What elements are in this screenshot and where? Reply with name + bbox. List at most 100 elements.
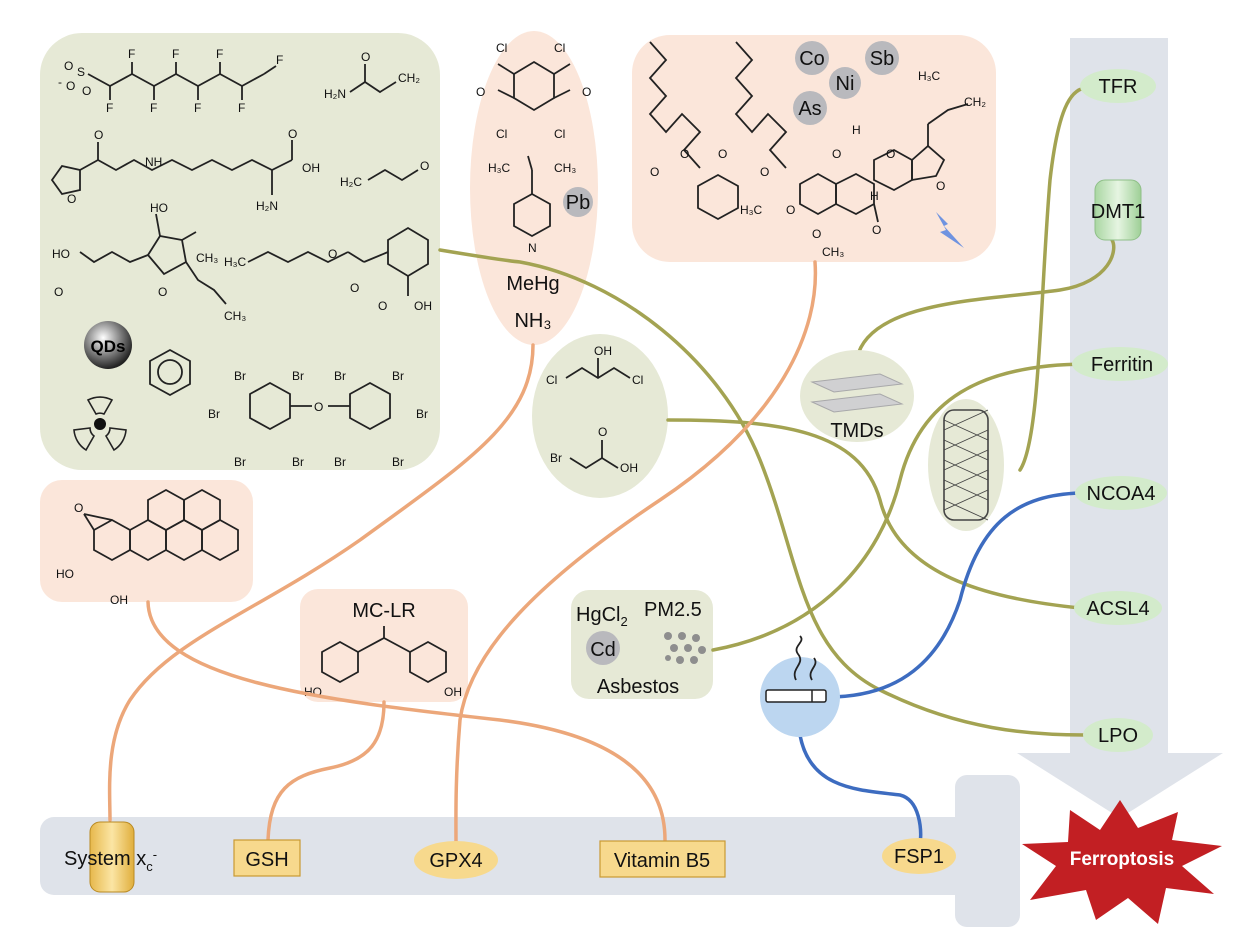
rotenone-o3: O xyxy=(812,227,821,241)
amino-o: O xyxy=(94,128,103,142)
quinone-cl: Cl xyxy=(554,127,565,141)
bpa-oh: OH xyxy=(444,685,462,699)
node-fsp1: FSP1 xyxy=(882,838,956,874)
gpx4-label: GPX4 xyxy=(429,850,482,872)
rotenone-h: H xyxy=(870,189,879,203)
pbde-br: Br xyxy=(416,407,428,421)
pbde-br: Br xyxy=(234,369,246,383)
node-acsl4: ACSL4 xyxy=(1074,591,1162,625)
pbde-o: O xyxy=(314,400,323,414)
bap-o: O xyxy=(74,501,83,515)
sb-label: Sb xyxy=(870,48,894,70)
furan-acid-ho2: HO xyxy=(52,247,70,261)
lpo-label: LPO xyxy=(1098,725,1138,747)
qds-label: QDs xyxy=(91,337,126,356)
pfos-fluorine: F xyxy=(216,47,223,61)
metals-panel: O O O O Co Sb Ni As H₃C CH₂ O O O O H H xyxy=(632,35,996,262)
node-vitb5: Vitamin B5 xyxy=(599,840,726,878)
pfos-fluorine: F xyxy=(128,47,135,61)
amino-oh: OH xyxy=(302,161,320,175)
pbde-br: Br xyxy=(334,369,346,383)
phthalate-h3c: H₃C xyxy=(224,255,247,269)
acsl4-label: ACSL4 xyxy=(1086,598,1149,620)
lightning-icon xyxy=(936,212,964,248)
pm25-dots xyxy=(664,632,706,664)
smoking-icon xyxy=(760,635,840,737)
cd-label: Cd xyxy=(590,639,616,661)
amino-acid-structure: O O NH O OH H₂N xyxy=(50,127,320,213)
co-label: Co xyxy=(799,48,825,70)
rotenone-h3c: H₃C xyxy=(918,69,941,83)
tmds-label: TMDs xyxy=(830,420,883,442)
acrylamide-nh2: H₂N xyxy=(324,87,346,101)
node-gpx4: GPX4 xyxy=(414,841,498,879)
pfos-minus: - xyxy=(58,75,62,89)
link-mehg-to-systemxc xyxy=(107,343,535,822)
bottom-nodes: System xc- GSH GPX4 Vitamin B5 FSP1 xyxy=(64,821,956,893)
node-dmt1: DMT1 xyxy=(1091,179,1145,241)
mehg-label: MeHg xyxy=(506,273,559,295)
phthalate-o3: O xyxy=(378,299,387,313)
rotenone-structure: H₃C CH₂ O O O O H H H₃C O CH₃ O xyxy=(740,69,986,259)
qds-sphere: QDs xyxy=(84,321,132,369)
phthalate-o2: O xyxy=(350,281,359,295)
chloro-cl: Cl xyxy=(632,373,643,387)
ncoa4-label: NCOA4 xyxy=(1087,483,1156,505)
tbp-h3c: H₃C xyxy=(488,161,511,175)
mclr-title: MC-LR xyxy=(352,600,415,622)
pfos-fluorine: F xyxy=(238,101,245,115)
quinone-cl: Cl xyxy=(554,41,565,55)
pbde-br: Br xyxy=(392,455,404,469)
pbde-br: Br xyxy=(292,455,304,469)
quinone-mehg-panel: Cl Cl Cl Cl O O H₃C CH₃ N Pb MeHg NH₃ xyxy=(470,31,598,345)
pfos-fluorine: F xyxy=(276,53,283,67)
pfos-oxygen-3: O xyxy=(66,79,75,93)
pfos-oxygen: O xyxy=(64,59,73,73)
acrolein-h2c: H₂C xyxy=(340,175,362,189)
rotenone-h: H xyxy=(852,123,861,137)
quinone-o: O xyxy=(582,85,591,99)
connection-curves xyxy=(107,86,1116,847)
link-chloro-to-acsl4 xyxy=(666,418,1082,610)
nh3-label: NH₃ xyxy=(514,310,551,332)
pfos-structure: S O O O - F F F F F F F F xyxy=(58,47,283,115)
dehp-o: O xyxy=(718,147,727,161)
pbde-br: Br xyxy=(292,369,304,383)
phthalate-oh: OH xyxy=(414,299,432,313)
asbestos-label: Asbestos xyxy=(597,676,679,698)
node-lpo: LPO xyxy=(1083,718,1153,752)
pfos-sulfur: S xyxy=(77,65,85,79)
amino-nh: NH xyxy=(145,155,162,169)
quinone-cl: Cl xyxy=(496,41,507,55)
bap-panel: O HO OH xyxy=(40,480,253,607)
system-xc-label: System xc- xyxy=(64,847,157,874)
heavy-metal-panel: HgCl2 PM2.5 Cd Asbestos xyxy=(571,590,713,699)
link-cnt-to-tfr xyxy=(1018,86,1087,472)
amino-h2n: H₂N xyxy=(256,199,278,213)
node-ncoa4: NCOA4 xyxy=(1075,476,1167,510)
rotenone-o: O xyxy=(886,147,895,161)
vitb5-label: Vitamin B5 xyxy=(614,850,710,872)
ni-label: Ni xyxy=(836,73,855,95)
link-tmds-to-dmt1 xyxy=(855,238,1116,360)
link-smoke-to-fsp1 xyxy=(798,733,923,847)
acrylamide-ch2: CH₂ xyxy=(398,71,420,85)
furan-ch3: CH₃ xyxy=(196,251,218,265)
fsp1-label: FSP1 xyxy=(894,846,944,868)
gsh-label: GSH xyxy=(245,849,288,871)
node-tfr: TFR xyxy=(1080,69,1156,103)
rotenone-o: O xyxy=(936,179,945,193)
tfr-label: TFR xyxy=(1099,76,1138,98)
ferroptosis-star: Ferroptosis xyxy=(1022,800,1222,924)
tbp-n: N xyxy=(528,241,537,255)
quinone-o: O xyxy=(476,85,485,99)
tmds-panel: TMDs xyxy=(800,350,914,442)
rotenone-ch3: CH₃ xyxy=(822,245,844,259)
link-organic-to-lpo xyxy=(438,248,1087,737)
dehp-o: O xyxy=(760,165,769,179)
pbde-br: Br xyxy=(234,455,246,469)
pbde-br: Br xyxy=(208,407,220,421)
link-mclr-to-gsh xyxy=(266,700,386,842)
acrolein-o: O xyxy=(420,159,429,173)
